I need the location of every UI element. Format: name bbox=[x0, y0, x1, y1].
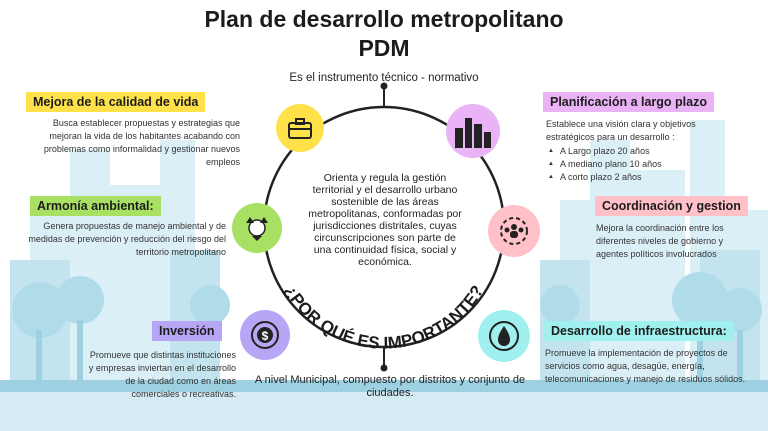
label-calidad-de-vida: Mejora de la calidad de vida bbox=[26, 92, 206, 112]
label-armonia-ambiental: Armonía ambiental: bbox=[30, 196, 161, 216]
desc-coordinacion: Mejora la coordinación entre los diferen… bbox=[596, 223, 724, 259]
label-inversion: Inversión bbox=[152, 321, 222, 341]
label-planificacion: Planificación a largo plazo bbox=[543, 92, 714, 112]
label-infraestructura: Desarrollo de infraestructura: bbox=[544, 321, 734, 341]
city-skyline-icon bbox=[446, 104, 500, 158]
page-title: Plan de desarrollo metropolitano bbox=[204, 6, 564, 32]
recycle-globe-icon bbox=[232, 203, 282, 253]
bullet-mediano-plazo: A mediano plano 10 años bbox=[546, 158, 746, 171]
label-coordinacion: Coordinación y gestion bbox=[595, 196, 748, 216]
desc-calidad-de-vida: Busca establecer propuestas y estrategia… bbox=[43, 118, 240, 167]
bullet-largo-plazo: A Largo plazo 20 años bbox=[546, 145, 746, 158]
desc-inversion: Promueve que distintas instituciones y e… bbox=[88, 350, 236, 399]
desc-armonia-ambiental: Genera propuestas de manejo ambiental y … bbox=[28, 221, 226, 257]
bullet-corto-plazo: A corto plazo 2 años bbox=[546, 171, 746, 184]
svg-text:$: $ bbox=[262, 329, 269, 343]
desc-planificacion: Establece una visión clara y objetivos e… bbox=[546, 118, 746, 184]
center-description: Orienta y regula la gestión territorial … bbox=[308, 172, 462, 268]
desc-infraestructura: Promueve la implementación de proyectos … bbox=[545, 348, 746, 384]
page-title-acronym: PDM bbox=[358, 35, 410, 61]
briefcase-icon bbox=[276, 104, 324, 152]
water-energy-icon bbox=[478, 310, 530, 362]
desc-planificacion-text: Establece una visión clara y objetivos e… bbox=[546, 119, 696, 142]
bottom-description: A nivel Municipal, compuesto por distrit… bbox=[254, 374, 526, 399]
dollar-cycle-icon: $ bbox=[240, 310, 290, 360]
subtitle: Es el instrumento técnico - normativo bbox=[289, 72, 479, 84]
team-gear-icon bbox=[488, 205, 540, 257]
